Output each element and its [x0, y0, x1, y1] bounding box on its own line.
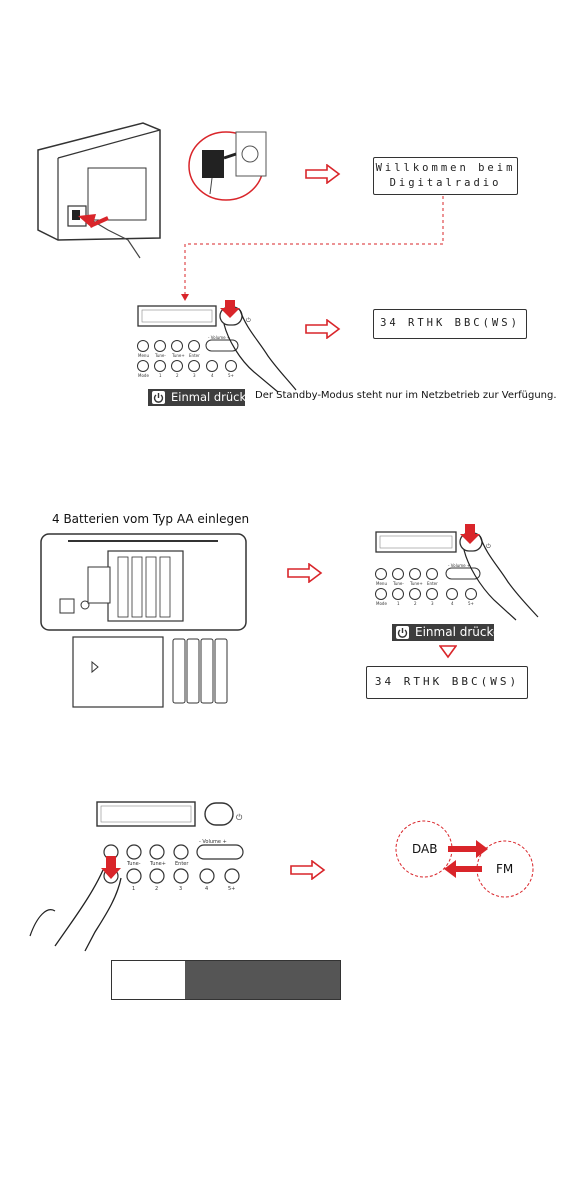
display-station: 34 RTHK BBC(WS): [366, 666, 528, 699]
svg-text:2: 2: [155, 886, 158, 892]
mode-table: [111, 960, 341, 1000]
press-once-label: Einmal drücken: [171, 390, 261, 404]
svg-text:Tune+: Tune+: [171, 353, 185, 358]
power-adapter-illustration: [188, 131, 267, 201]
fm-label: FM: [496, 862, 514, 876]
svg-text:2: 2: [176, 373, 179, 378]
svg-text:4: 4: [451, 601, 454, 606]
arrow-right-icon: [305, 164, 341, 184]
svg-text:1: 1: [132, 886, 135, 892]
svg-text:Enter: Enter: [427, 581, 438, 586]
dab-label: DAB: [412, 842, 438, 856]
display-station-text: 34 RTHK BBC(WS): [380, 317, 520, 329]
svg-text:1: 1: [397, 601, 400, 606]
svg-text:3: 3: [179, 886, 182, 892]
dashed-connector: [181, 196, 444, 301]
svg-text:Tune-: Tune-: [392, 581, 404, 586]
arrow-right-icon: [290, 860, 326, 880]
svg-text:Enter: Enter: [189, 353, 200, 358]
arrow-right-icon: [305, 319, 341, 339]
svg-text:Tune-: Tune-: [126, 861, 141, 867]
radio-back-illustration: [37, 122, 161, 259]
svg-text:Mode: Mode: [138, 373, 149, 378]
svg-text:5+: 5+: [468, 601, 474, 606]
svg-text:⏻: ⏻: [246, 317, 251, 324]
svg-text:Menu: Menu: [376, 581, 387, 586]
display-welcome-line1: Willkommen beim: [375, 162, 516, 174]
svg-text:Tune+: Tune+: [409, 581, 423, 586]
arrow-right-icon: [287, 563, 323, 583]
svg-text:- Volume +: - Volume +: [448, 563, 470, 568]
svg-text:4: 4: [205, 886, 208, 892]
svg-text:5+: 5+: [228, 373, 234, 378]
power-icon: [396, 626, 409, 639]
power-icon: [152, 391, 165, 404]
svg-text:- Volume +: - Volume +: [208, 335, 230, 340]
svg-text:4: 4: [211, 373, 214, 378]
press-once-label: Einmal drücken: [415, 625, 508, 639]
press-once-badge: Einmal drücken: [148, 389, 260, 406]
arrow-down-icon: [439, 645, 457, 659]
svg-text:Tune-: Tune-: [154, 353, 166, 358]
display-station: 34 RTHK BBC(WS): [373, 309, 527, 339]
press-once-badge: Einmal drücken: [392, 624, 508, 641]
dab-fm-diagram: [395, 820, 534, 898]
battery-compartment-illustration: [40, 533, 247, 708]
mode-table-right-cell: [185, 961, 340, 999]
svg-text:⏻: ⏻: [236, 813, 243, 822]
svg-text:3: 3: [431, 601, 434, 606]
battery-title: 4 Batterien vom Typ AA einlegen: [52, 512, 250, 526]
svg-text:3: 3: [193, 373, 196, 378]
mode-table-left-cell: [112, 961, 185, 999]
svg-text:⏻: ⏻: [486, 543, 491, 550]
svg-text:1: 1: [159, 373, 162, 378]
radio-front-panel: ⏻ Tune- Tune+ Enter - Volume + 1 2 3 4 5+: [29, 801, 244, 952]
dab-fm-toggle: DAB FM: [390, 816, 540, 902]
display-welcome: Willkommen beim Digitalradio: [373, 157, 518, 195]
svg-text:Menu: Menu: [138, 353, 149, 358]
svg-text:Mode: Mode: [376, 601, 387, 606]
svg-text:2: 2: [414, 601, 417, 606]
display-welcome-line2: Digitalradio: [389, 177, 502, 189]
standby-note: Der Standby-Modus steht nur im Netzbetri…: [255, 390, 557, 401]
svg-text:5+: 5+: [228, 886, 235, 892]
svg-text:Tune+: Tune+: [149, 861, 166, 867]
display-station-text: 34 RTHK BBC(WS): [374, 675, 520, 688]
svg-text:Enter: Enter: [175, 861, 189, 867]
svg-text:- Volume +: - Volume +: [199, 839, 227, 845]
